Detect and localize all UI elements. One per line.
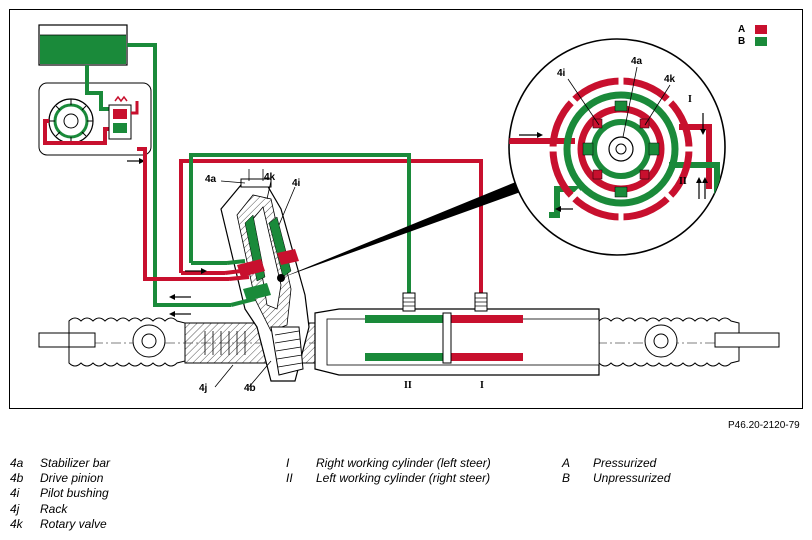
detail-label-4i: 4i xyxy=(557,68,566,79)
legend-row: A Pressurized xyxy=(562,456,670,471)
flow-arrows xyxy=(169,268,207,317)
key-swatch-a xyxy=(755,25,767,34)
cylinder-label-I: I xyxy=(480,380,484,391)
legend-row: 4a Stabilizer bar xyxy=(10,456,110,471)
legend-key: 4a xyxy=(10,456,24,470)
rack-housing xyxy=(38,292,780,376)
legend-key: 4b xyxy=(10,471,24,486)
legend-column-2: I Right working cylinder (left steer) II L… xyxy=(286,456,491,486)
legend-row: 4k Rotary valve xyxy=(10,517,110,532)
main-leader-lines xyxy=(214,180,296,388)
legend-row: II Left working cylinder (right steer) xyxy=(286,471,491,486)
cylinder-label-II: II xyxy=(404,380,412,391)
key-code-b: B xyxy=(738,36,746,47)
legend-row: 4j Rack xyxy=(10,502,110,517)
label-4k: 4k xyxy=(264,172,276,183)
legend-desc: Pilot bushing xyxy=(40,486,109,501)
legend-key: I xyxy=(286,456,290,470)
cylinder-II-fill xyxy=(365,315,447,323)
legend-row: I Right working cylinder (left steer) xyxy=(286,456,491,471)
detail-label-II: II xyxy=(679,176,687,187)
legend-desc: Rotary valve xyxy=(40,516,107,531)
legend-key: B xyxy=(562,471,571,486)
color-key xyxy=(755,25,767,46)
key-code-a: A xyxy=(738,24,746,35)
pressure-line xyxy=(137,147,229,281)
legend-row: B Unpressurized xyxy=(562,471,670,486)
detail-leader xyxy=(281,179,529,278)
legend-column-1: 4a Stabilizer bar 4b Drive pinion 4i Pilot … xyxy=(10,456,110,532)
steering-valve-assembly xyxy=(220,169,310,382)
label-4j: 4j xyxy=(199,383,208,394)
legend-key: II xyxy=(286,471,293,486)
power-steering-pump xyxy=(38,65,152,164)
legend-desc: Drive pinion xyxy=(40,471,104,486)
legend-key: 4j xyxy=(10,501,20,516)
legend-desc: Right working cylinder (left steer) xyxy=(316,456,491,470)
label-4a: 4a xyxy=(205,174,217,185)
legend-row: 4b Drive pinion xyxy=(10,471,110,486)
label-4b: 4b xyxy=(244,383,256,394)
detail-label-I: I xyxy=(688,94,692,105)
rotary-valve-detail xyxy=(508,38,726,256)
cylinder-line-I xyxy=(179,159,483,299)
legend-key: 4k xyxy=(10,516,23,531)
legend-column-3: A Pressurized B Unpressurized xyxy=(562,456,670,486)
detail-label-4k: 4k xyxy=(664,74,676,85)
steering-hydraulic-diagram xyxy=(9,9,803,409)
cylinder-I-fill xyxy=(447,315,523,323)
label-4i: 4i xyxy=(292,178,301,189)
legend-desc: Rack xyxy=(40,501,68,516)
fluid-reservoir xyxy=(38,24,128,66)
key-swatch-b xyxy=(755,37,767,46)
legend-desc: Unpressurized xyxy=(593,471,671,486)
return-line xyxy=(127,43,157,259)
legend-key: A xyxy=(562,456,571,470)
legend-desc: Left working cylinder (right steer) xyxy=(316,471,491,486)
legend-desc: Stabilizer bar xyxy=(40,456,111,470)
legend-desc: Pressurized xyxy=(593,456,657,470)
legend-row: 4i Pilot bushing xyxy=(10,486,110,501)
figure-reference: P46.20-2120-79 xyxy=(728,420,800,431)
detail-label-4a: 4a xyxy=(631,56,643,67)
piston xyxy=(442,312,452,364)
legend-key: 4i xyxy=(10,486,20,501)
